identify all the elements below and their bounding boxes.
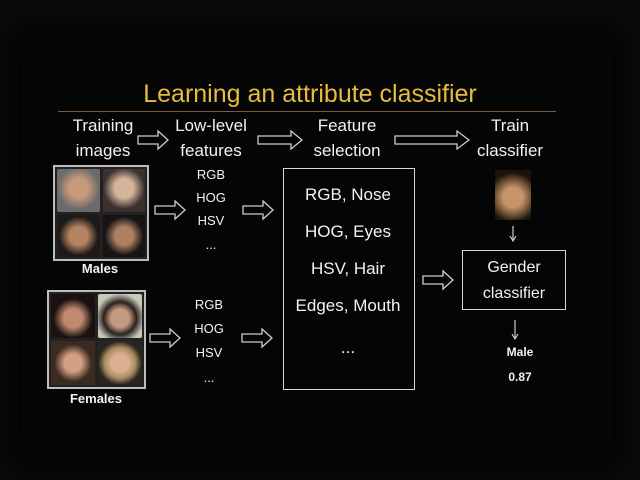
- selected-feature: RGB, Nose: [305, 185, 391, 204]
- title-divider: [58, 111, 556, 112]
- arrow-right-icon: [257, 129, 304, 151]
- arrow-down-icon: [511, 320, 519, 341]
- selected-feature: HOG, Eyes: [305, 222, 391, 241]
- feature-ellipsis: ...: [205, 237, 217, 252]
- arrow-right-icon: [242, 199, 274, 221]
- face-image: [98, 341, 142, 385]
- face-image: [98, 294, 142, 338]
- selected-feature: Edges, Mouth: [295, 296, 401, 315]
- feature-selection-box: [283, 168, 415, 390]
- header-feature-selection: Feature selection: [277, 113, 417, 163]
- face-image: [51, 294, 95, 338]
- header-line: Training: [72, 116, 134, 135]
- classifier-line: classifier: [482, 285, 546, 302]
- header-line: Train: [490, 116, 530, 135]
- face-image: [102, 214, 145, 257]
- arrow-right-icon: [394, 129, 471, 151]
- face-image: [57, 169, 100, 212]
- header-line: images: [75, 141, 131, 160]
- females-label: Females: [69, 391, 123, 406]
- header-line: features: [180, 141, 242, 160]
- arrow-right-icon: [154, 199, 186, 221]
- arrow-down-icon: [509, 226, 517, 243]
- feature-hog: HOG: [196, 190, 226, 205]
- header-line: Feature: [317, 116, 377, 135]
- output-label: Male: [506, 345, 534, 359]
- selected-feature: ...: [340, 338, 356, 357]
- header-line: selection: [313, 141, 381, 160]
- face-image: [51, 341, 95, 385]
- feature-rgb: RGB: [194, 297, 224, 312]
- face-image: [57, 214, 100, 257]
- male-training-images: [53, 165, 149, 261]
- gender-classifier-box: Gender classifier: [462, 250, 566, 310]
- feature-hsv: HSV: [197, 213, 225, 228]
- slide-title: Learning an attribute classifier: [143, 80, 477, 108]
- classifier-line: Gender: [487, 259, 541, 276]
- feature-ellipsis: ...: [203, 370, 215, 385]
- test-face-image: [495, 170, 531, 220]
- feature-rgb: RGB: [196, 167, 226, 182]
- female-training-images: [47, 290, 146, 389]
- arrow-right-icon: [149, 327, 181, 349]
- header-low-level-features: Low-level features: [141, 113, 281, 163]
- header-training-images: Training images: [33, 113, 173, 163]
- feature-hsv: HSV: [195, 345, 223, 360]
- selected-feature: HSV, Hair: [310, 259, 385, 278]
- arrow-right-icon: [137, 129, 169, 151]
- feature-hog: HOG: [194, 321, 224, 336]
- header-train-classifier: Train classifier: [440, 113, 580, 163]
- header-line: classifier: [476, 141, 544, 160]
- header-line: Low-level: [175, 116, 247, 135]
- arrow-right-icon: [241, 327, 273, 349]
- face-image: [102, 169, 145, 212]
- output-score: 0.87: [508, 370, 532, 384]
- arrow-right-icon: [422, 269, 454, 291]
- males-label: Males: [81, 261, 119, 276]
